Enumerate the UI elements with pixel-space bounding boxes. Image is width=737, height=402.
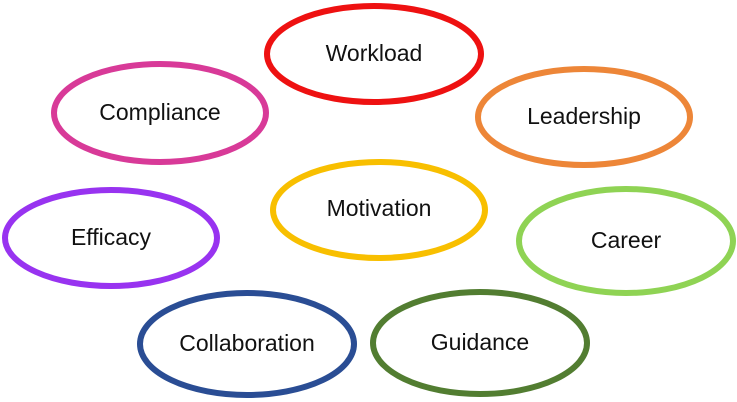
oval-guidance: Guidance bbox=[370, 289, 590, 397]
oval-guidance-outline bbox=[370, 289, 590, 397]
oval-efficacy-outline bbox=[2, 187, 220, 289]
oval-efficacy-label: Efficacy bbox=[71, 224, 152, 250]
oval-workload-outline bbox=[264, 3, 484, 105]
oval-career: Career bbox=[516, 186, 736, 296]
oval-career-outline bbox=[516, 186, 736, 296]
oval-compliance-outline bbox=[51, 61, 269, 165]
oval-compliance-label: Compliance bbox=[99, 99, 220, 125]
oval-collaboration-label: Collaboration bbox=[179, 330, 315, 356]
oval-compliance: Compliance bbox=[51, 61, 269, 165]
oval-collaboration: Collaboration bbox=[137, 290, 357, 398]
oval-motivation-label: Motivation bbox=[327, 195, 432, 221]
oval-career-label: Career bbox=[591, 227, 662, 253]
oval-workload-label: Workload bbox=[326, 40, 423, 66]
oval-efficacy: Efficacy bbox=[2, 187, 220, 289]
oval-motivation: Motivation bbox=[270, 159, 488, 261]
oval-motivation-outline bbox=[270, 159, 488, 261]
oval-guidance-label: Guidance bbox=[431, 329, 529, 355]
oval-leadership: Leadership bbox=[475, 66, 693, 168]
oval-leadership-outline bbox=[475, 66, 693, 168]
oval-collaboration-outline bbox=[137, 290, 357, 398]
oval-workload: Workload bbox=[264, 3, 484, 105]
oval-leadership-label: Leadership bbox=[527, 103, 641, 129]
